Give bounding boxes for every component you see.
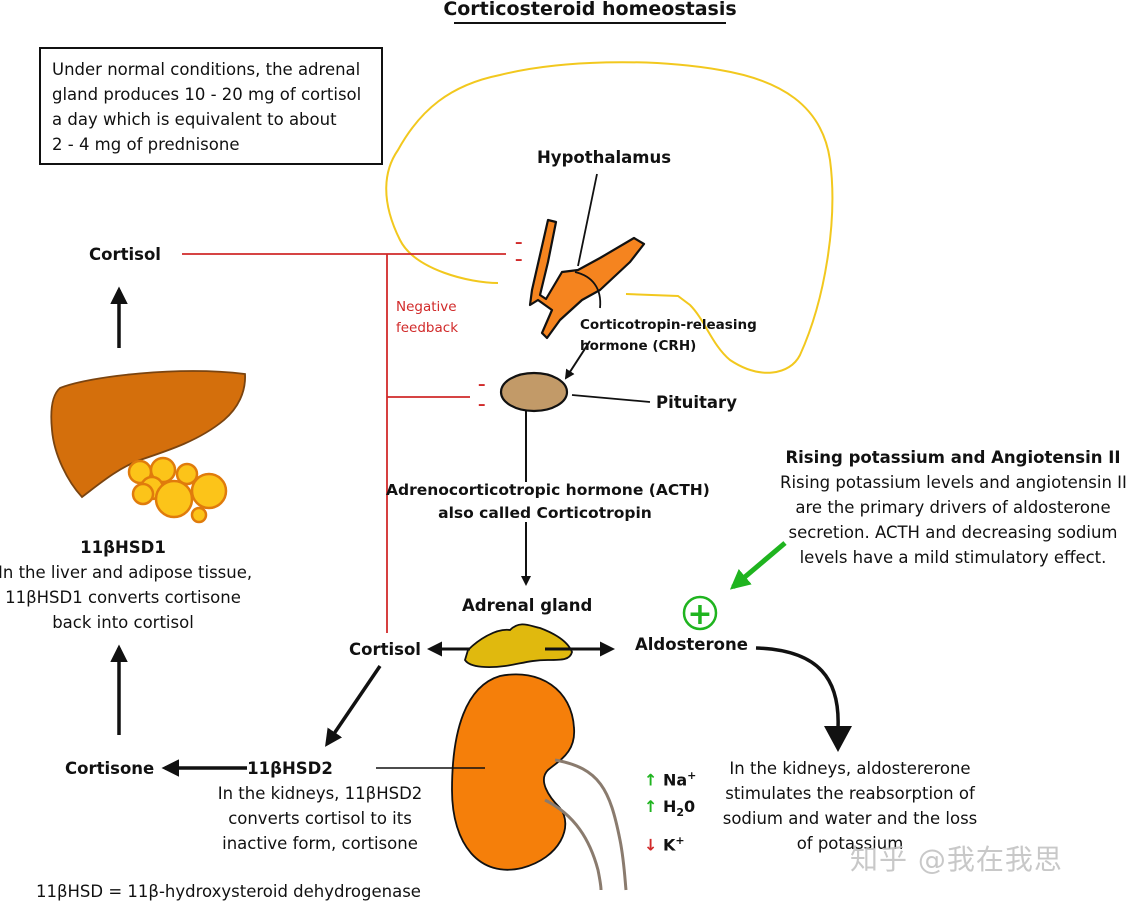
kidney-shape <box>451 673 575 871</box>
negative-feedback-line: feedback <box>396 320 459 336</box>
hsd1-line: In the liver and adipose tissue, <box>0 563 253 582</box>
rising-line: secretion. ACTH and decreasing sodium <box>788 523 1118 542</box>
crh-label: Corticotropin-releasing hormone (CRH) <box>580 315 757 357</box>
footnote: 11βHSD = 11β-hydroxysteroid dehydrogenas… <box>36 882 421 901</box>
crh-arrow <box>564 340 591 380</box>
info-line: a day which is equivalent to about <box>52 110 337 129</box>
acth-line: Adrenocorticotropic hormone (ACTH) <box>386 481 710 499</box>
pituitary-pointer <box>571 394 651 403</box>
diagram-title: Corticosteroid homeostasis <box>443 0 737 20</box>
kidney-effect-line: stimulates the reabsorption of <box>725 784 975 803</box>
info-box: Under normal conditions, the adrenal gla… <box>39 47 383 165</box>
adipose-cells <box>127 456 228 524</box>
rising-line: levels have a mild stimulatory effect. <box>799 548 1107 567</box>
negative-feedback-lines <box>182 253 506 633</box>
pituitary-label: Pituitary <box>656 393 737 412</box>
acth-label: Adrenocorticotropic hormone (ACTH) also … <box>386 479 710 525</box>
electrolyte-row: ↑ Na+ <box>644 762 696 793</box>
hypothalamus-shape <box>528 218 646 340</box>
hypothalamus-label: Hypothalamus <box>537 148 672 167</box>
hsd1-title: 11βHSD1 <box>80 538 166 557</box>
kidney-effect-block: In the kidneys, aldostererone stimulates… <box>714 756 986 856</box>
acth-line: also called Corticotropin <box>438 504 652 522</box>
watermark: 知乎 @我在我思 <box>850 843 1063 876</box>
pituitary-shape <box>499 371 569 413</box>
rising-line: Rising potassium levels and angiotensin … <box>780 473 1126 492</box>
inhibit-mark: – <box>515 250 523 268</box>
kidney-effect-line: In the kidneys, aldostererone <box>729 759 971 778</box>
electrolyte-subscript: 2 <box>676 806 685 820</box>
info-line: gland produces 10 - 20 mg of cortisol <box>52 85 362 104</box>
negative-feedback-line: Negative <box>396 299 457 315</box>
rising-title: Rising potassium and Angiotensin II <box>785 448 1121 467</box>
crh-line: Corticotropin-releasing <box>580 317 757 333</box>
hsd2-line: converts cortisol to its <box>228 809 412 828</box>
stimulation-arrow <box>729 541 787 590</box>
aldosterone-curved-arrow <box>755 646 840 729</box>
cortisol-mid-label: Cortisol <box>349 640 421 659</box>
inhibit-mark: – <box>478 395 486 413</box>
electrolyte-charge: + <box>675 833 685 847</box>
title-underline-1 <box>454 22 726 24</box>
aldosterone-label: Aldosterone <box>635 635 748 654</box>
adrenal-gland-label: Adrenal gland <box>462 596 593 615</box>
crh-line: hormone (CRH) <box>580 338 697 354</box>
liver-shape <box>50 370 246 499</box>
cortisol-hsd2-arrow <box>325 665 382 747</box>
electrolyte-list: ↑ Na+ ↑ H20 ↓ K+ <box>644 762 696 858</box>
electrolyte-symbol: H <box>662 797 677 817</box>
inhibit-mark: – <box>478 375 486 393</box>
up-arrow-icon: ↑ <box>644 770 658 790</box>
info-line: 2 - 4 mg of prednisone <box>52 135 240 154</box>
kidney-effect-line: of potassium <box>796 834 904 853</box>
inhibit-mark: – <box>515 233 523 251</box>
negative-feedback-label: Negative feedback <box>396 297 458 339</box>
electrolyte-suffix: 0 <box>684 797 696 817</box>
hsd2-block: 11βHSD2 In the kidneys, 11βHSD2 converts… <box>205 756 435 856</box>
plus-circle <box>682 595 718 631</box>
info-line: Under normal conditions, the adrenal <box>52 60 361 79</box>
rising-line: are the primary drivers of aldosterone <box>795 498 1111 517</box>
hsd1-block: 11βHSD1 In the liver and adipose tissue,… <box>0 535 253 635</box>
feedback-loop-line <box>385 61 834 374</box>
electrolyte-symbol: K <box>662 834 676 854</box>
hsd1-line: 11βHSD1 converts cortisone <box>5 588 241 607</box>
aldosterone-arrowhead <box>824 726 852 752</box>
electrolyte-symbol: Na <box>662 770 688 790</box>
up-arrow-icon: ↑ <box>644 797 658 817</box>
down-arrow-icon: ↓ <box>644 834 658 854</box>
cortisol-top-label: Cortisol <box>89 245 161 264</box>
hsd2-line: inactive form, cortisone <box>222 834 418 853</box>
cortisone-label: Cortisone <box>65 759 155 778</box>
kidney-effect-line: sodium and water and the loss <box>722 809 978 828</box>
hypothalamus-pointer <box>577 173 598 267</box>
ureter-lines <box>544 758 628 891</box>
hsd1-line: back into cortisol <box>52 613 194 632</box>
plus-symbol: + <box>687 597 712 632</box>
hsd2-line: In the kidneys, 11βHSD2 <box>217 784 423 803</box>
hsd2-title: 11βHSD2 <box>247 759 333 778</box>
electrolyte-row: ↑ H20 <box>644 793 696 826</box>
electrolyte-row: ↓ K+ <box>644 827 696 858</box>
adrenal-gland-shape <box>464 623 573 668</box>
rising-block: Rising potassium and Angiotensin II Risi… <box>780 445 1126 570</box>
electrolyte-charge: + <box>687 769 697 782</box>
